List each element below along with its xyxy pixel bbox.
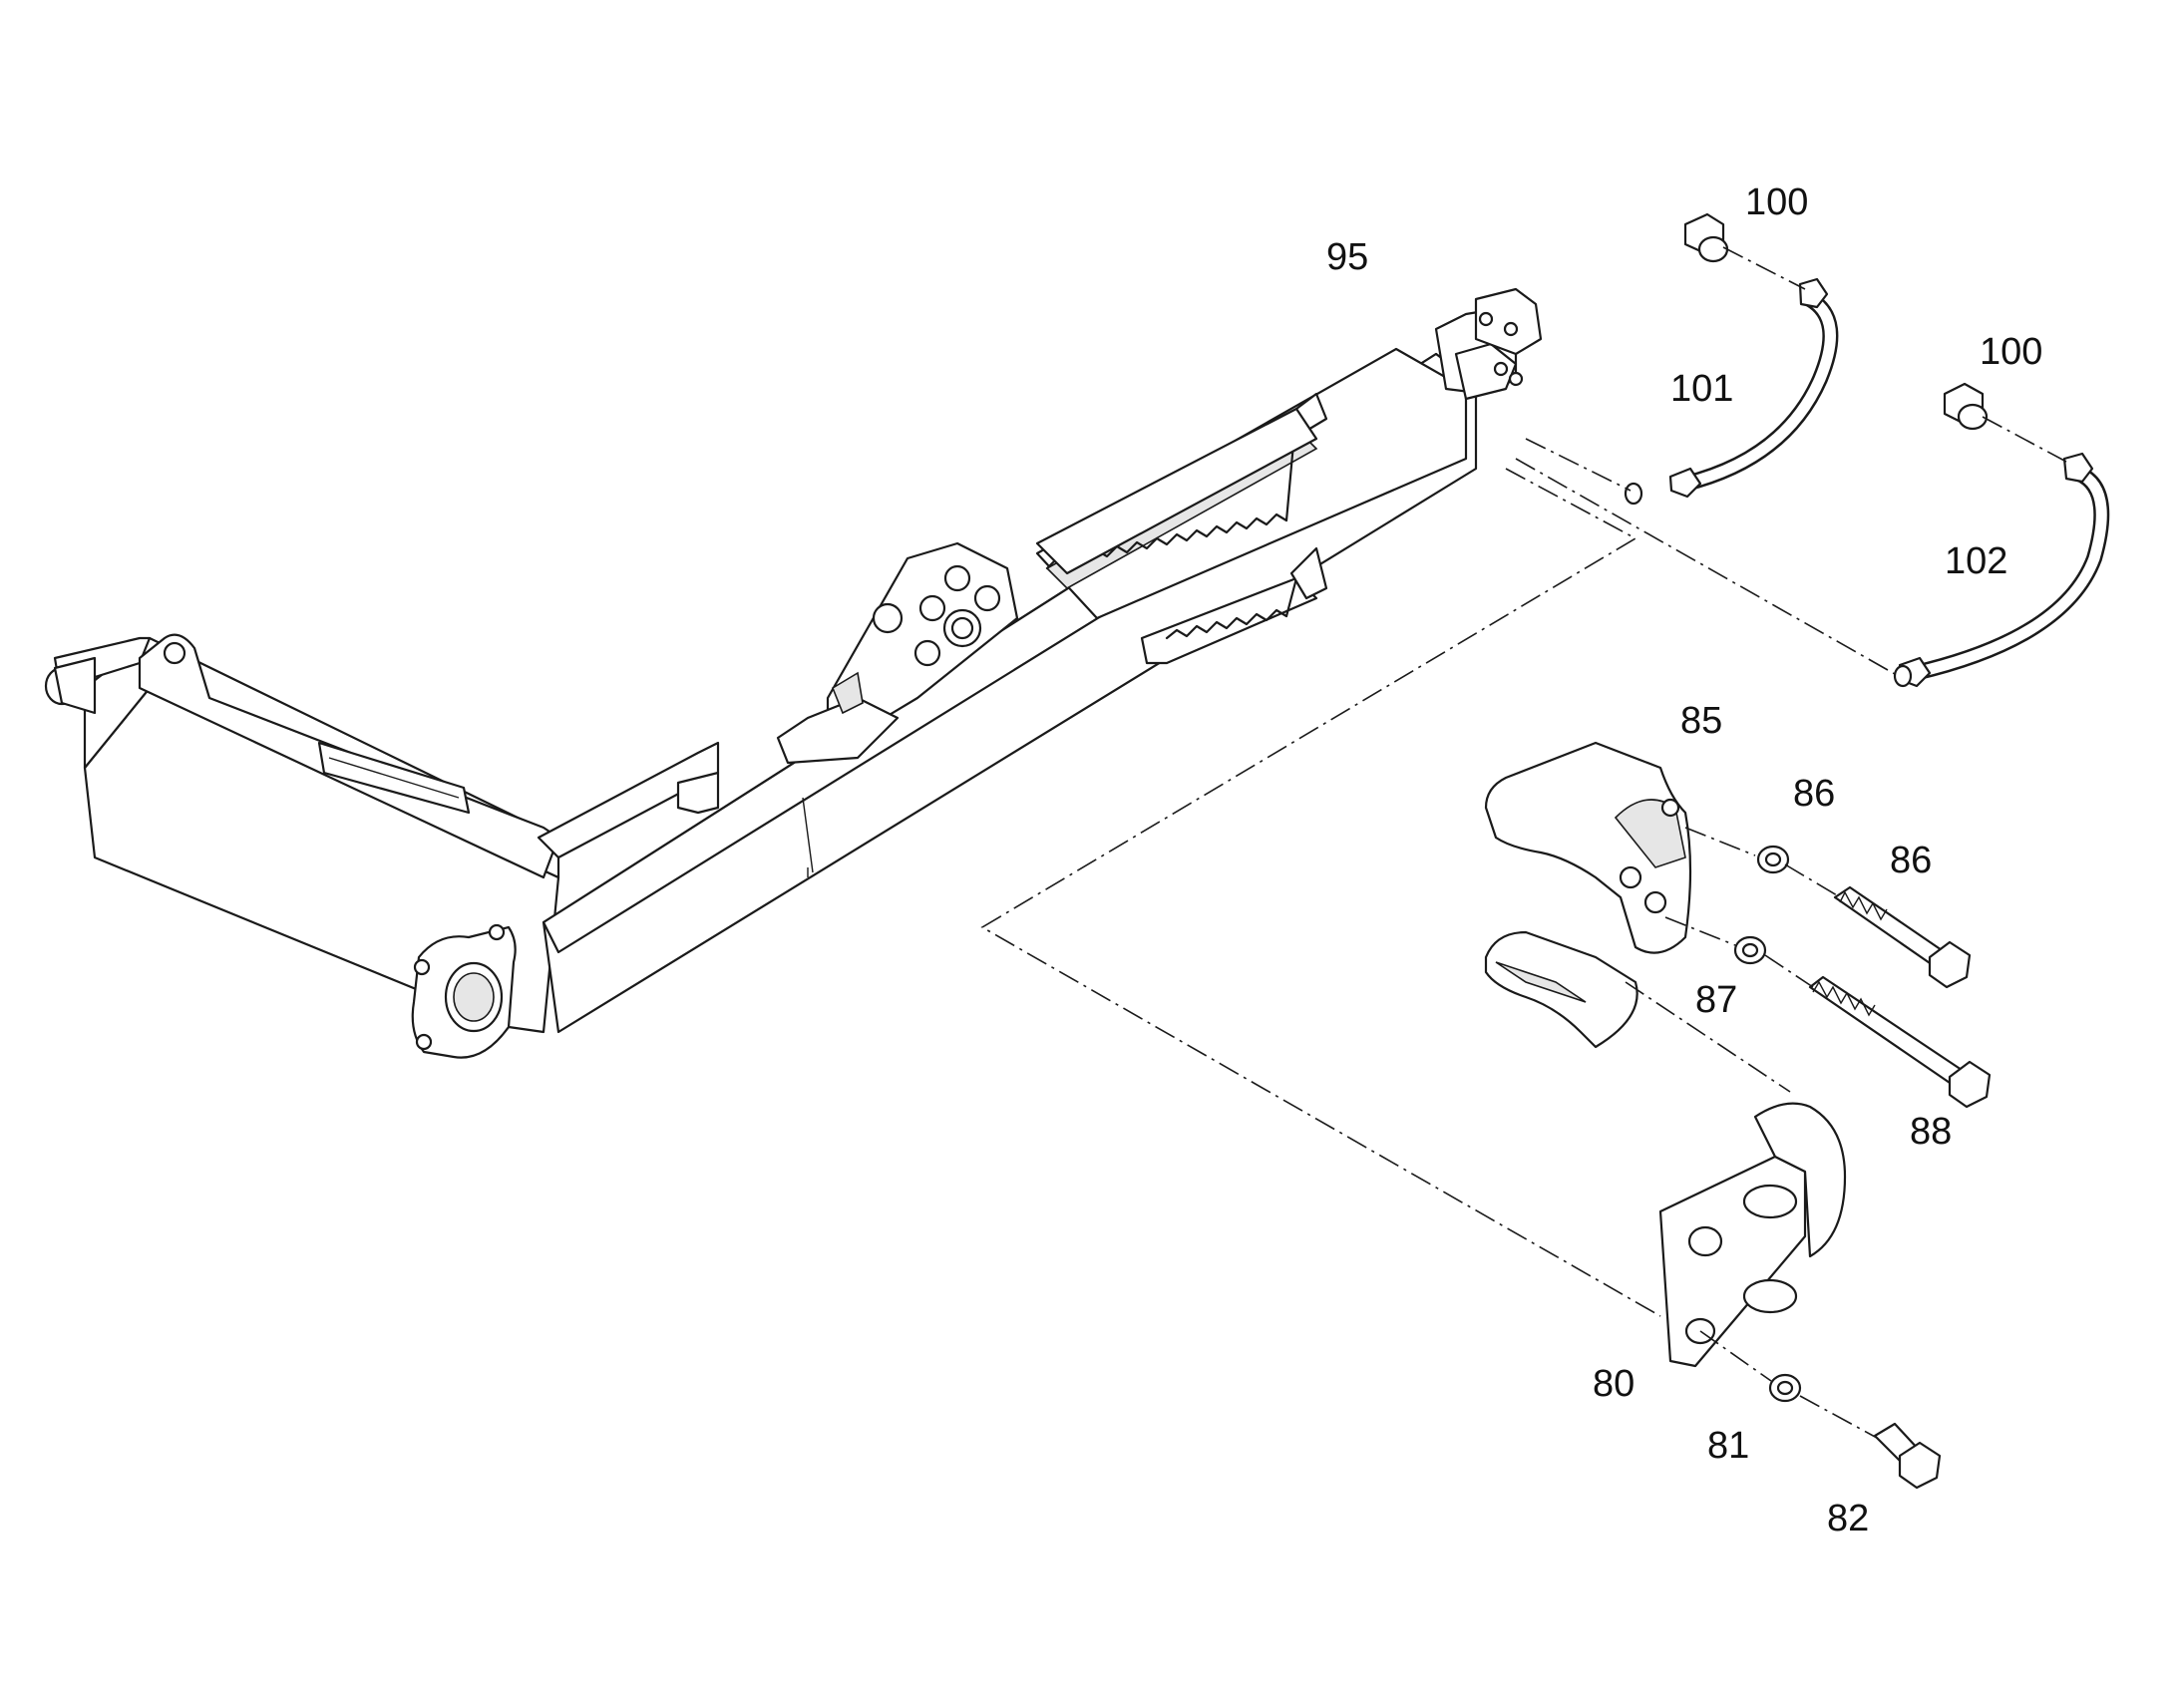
fitting-100-lower <box>1943 382 1989 431</box>
hose-101 <box>1624 277 1839 506</box>
callout-82: 82 <box>1827 1498 1869 1539</box>
callout-88: 88 <box>1910 1111 1952 1153</box>
callout-86-upper: 86 <box>1793 773 1835 815</box>
callout-87: 86 <box>1890 840 1932 881</box>
callout-95: 95 <box>1326 236 1368 278</box>
washer-86-lower <box>1733 935 1767 965</box>
washer-86-upper <box>1756 845 1790 874</box>
callout-80: 80 <box>1593 1363 1635 1405</box>
clamp-lower-80 <box>1658 1102 1847 1368</box>
callout-100-lower: 100 <box>1980 331 2042 373</box>
clamp-upper-85 <box>1484 741 1692 1049</box>
assembly-leader-lines <box>980 246 2067 1439</box>
callout-102: 102 <box>1945 540 2007 582</box>
bolt-82 <box>1873 1422 1942 1490</box>
callouts: 95 100 100 101 102 85 86 86 87 88 80 81 … <box>1326 181 2042 1539</box>
callout-100-upper: 100 <box>1745 181 1808 223</box>
fitting-100-upper <box>1683 212 1729 263</box>
callout-85: 85 <box>1680 700 1722 742</box>
washer-81 <box>1768 1373 1802 1403</box>
hose-102 <box>1893 452 2110 688</box>
callout-86-lower: 87 <box>1695 979 1737 1021</box>
callout-101: 101 <box>1670 368 1733 410</box>
callout-81: 81 <box>1707 1425 1749 1467</box>
boom-assembly <box>44 287 1543 1059</box>
bolt-88 <box>1808 975 1992 1109</box>
bolt-87 <box>1833 885 1972 989</box>
